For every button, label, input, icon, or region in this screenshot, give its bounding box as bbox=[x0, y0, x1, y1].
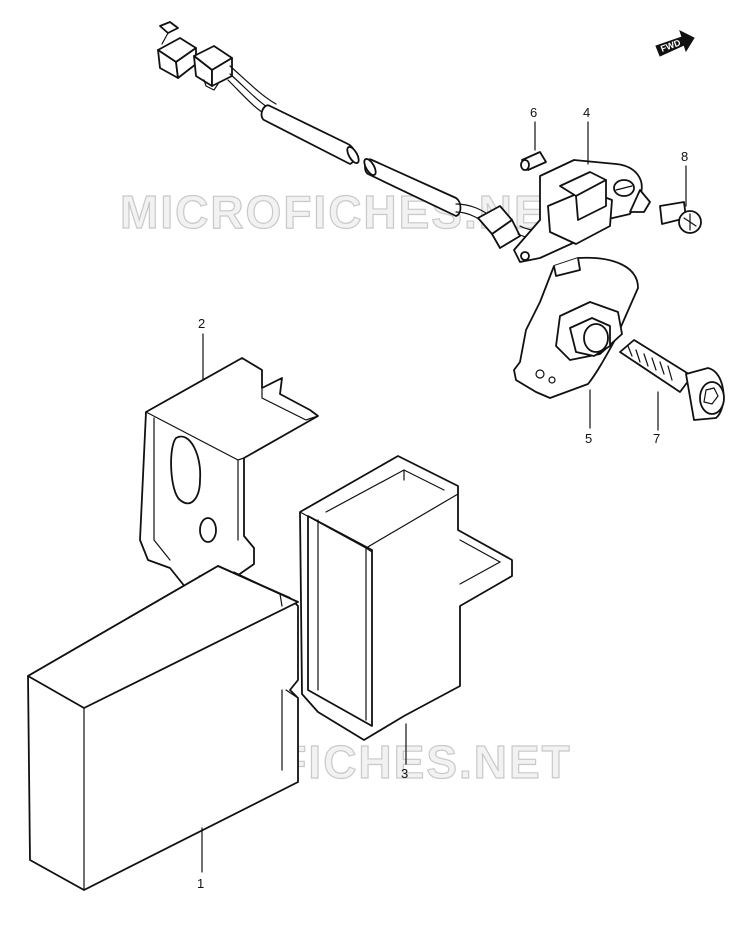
pickup-sensor bbox=[513, 159, 651, 263]
leader-lines bbox=[201, 121, 687, 873]
callout-8: 8 bbox=[681, 149, 688, 164]
mounting-bracket bbox=[139, 357, 319, 589]
screw-part bbox=[659, 201, 702, 234]
callout-7: 7 bbox=[653, 431, 660, 446]
callout-2: 2 bbox=[198, 316, 205, 331]
bolt-part bbox=[619, 339, 725, 421]
callout-1: 1 bbox=[197, 876, 204, 891]
callout-3: 3 bbox=[401, 766, 408, 781]
wire-harness bbox=[157, 21, 567, 249]
callout-6: 6 bbox=[530, 105, 537, 120]
ignitor-module bbox=[27, 565, 299, 891]
callout-5: 5 bbox=[585, 431, 592, 446]
pin-part bbox=[520, 151, 547, 171]
module-holder bbox=[299, 455, 513, 741]
callout-4: 4 bbox=[583, 105, 590, 120]
fwd-arrow-icon: FWD bbox=[655, 30, 695, 57]
signal-rotor bbox=[513, 256, 639, 399]
